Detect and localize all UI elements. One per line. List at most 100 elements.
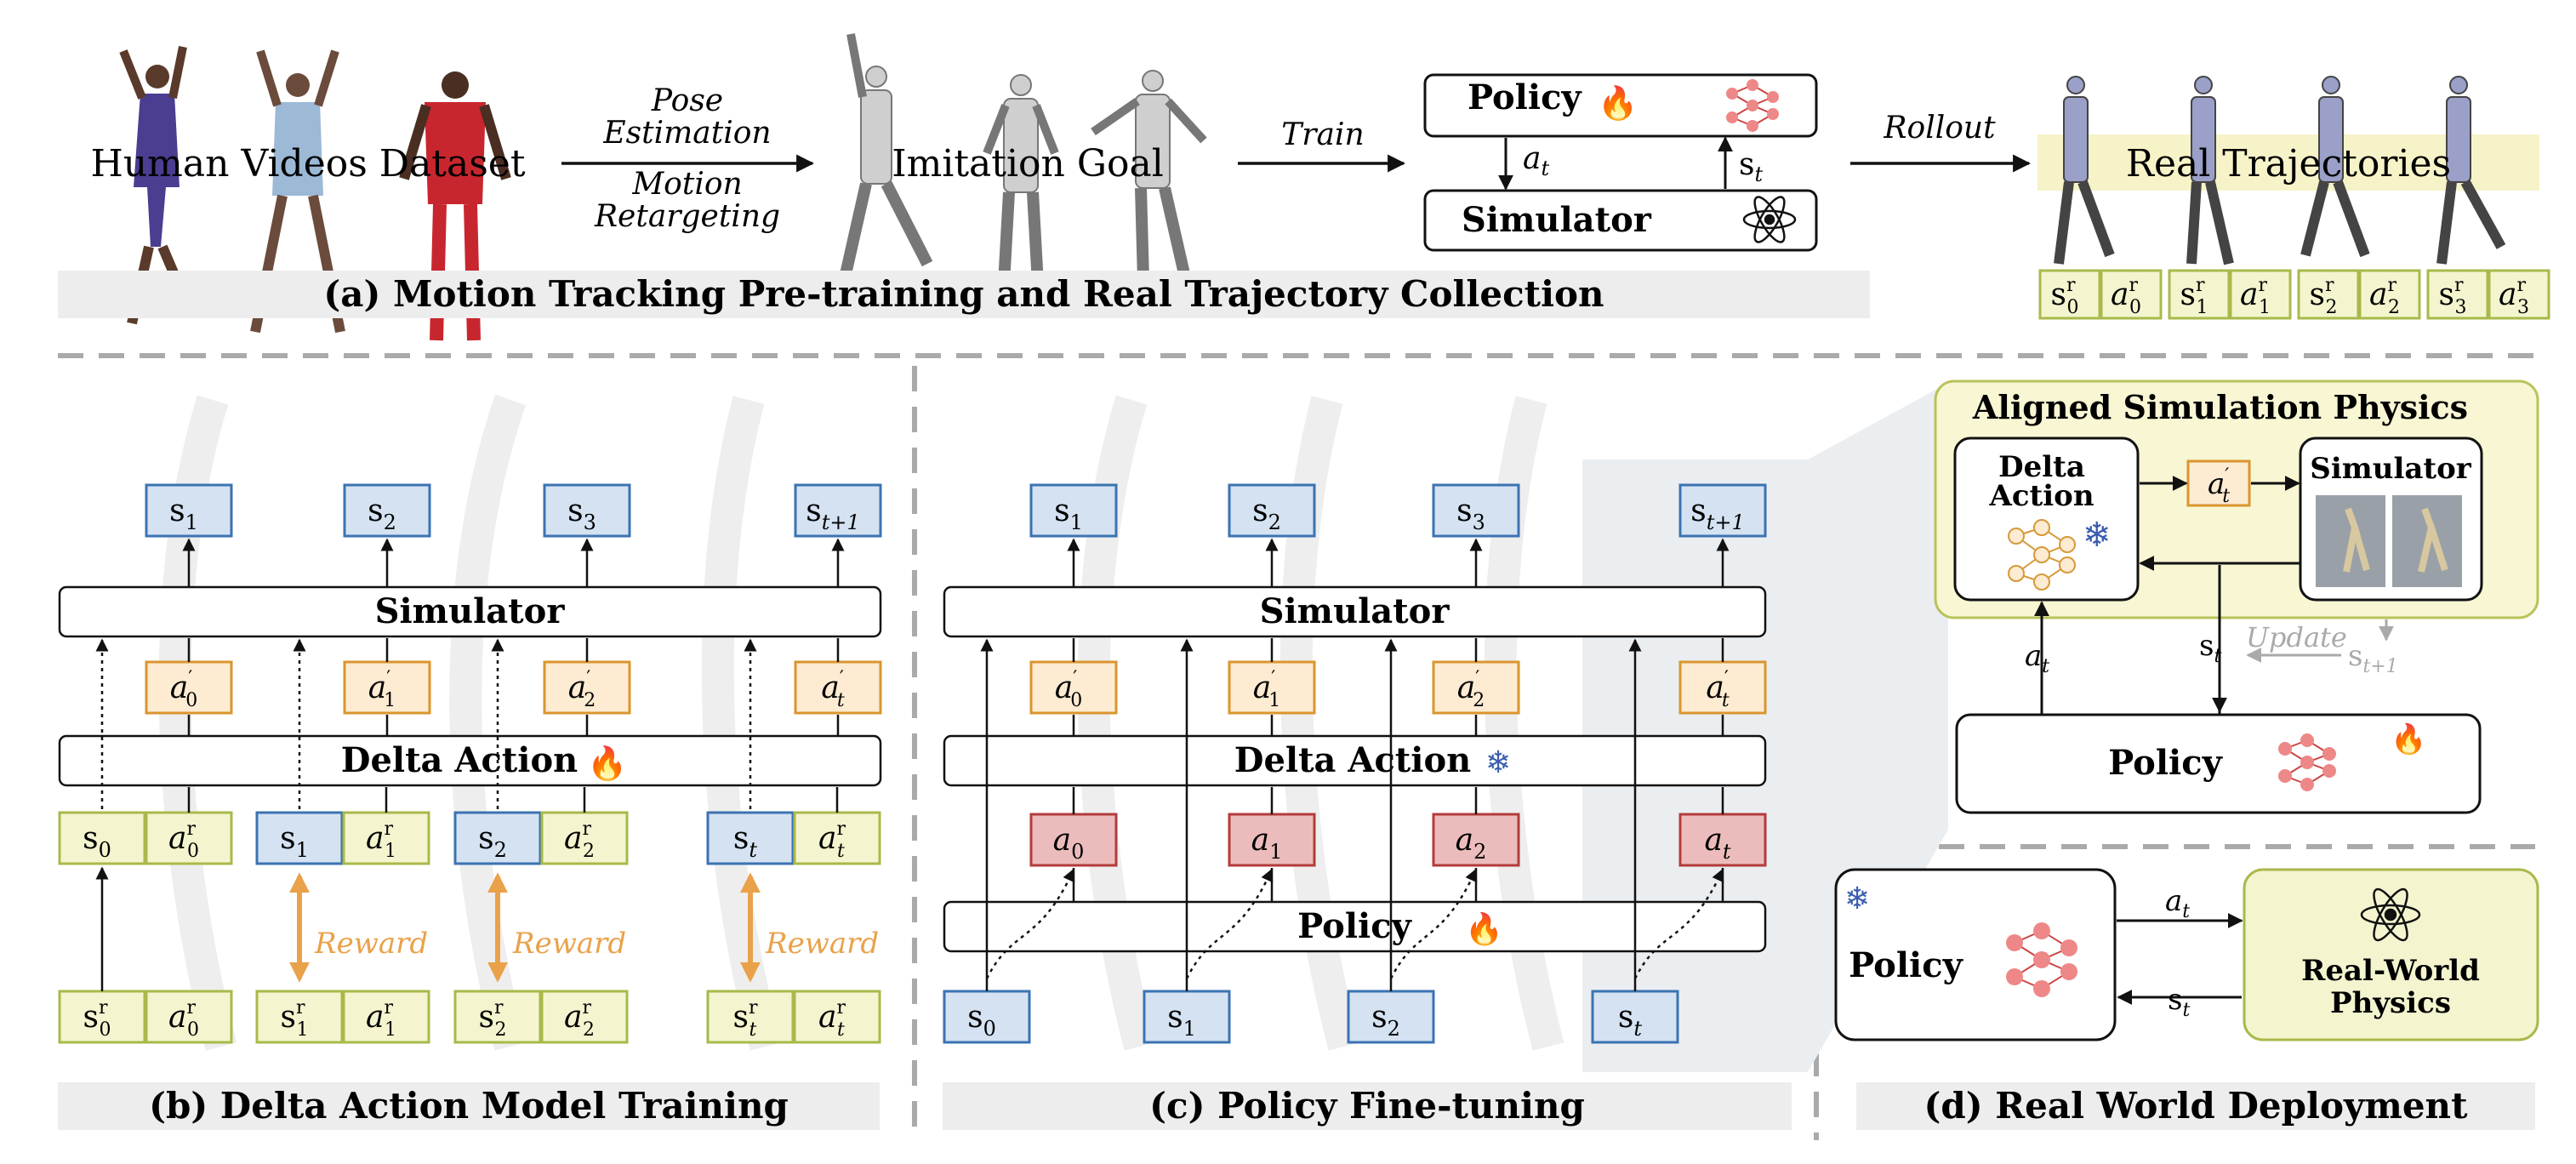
update-label: Update xyxy=(2246,621,2347,653)
aligned-policy-label: Policy xyxy=(2108,743,2223,783)
c-snowflake-icon: ❄ xyxy=(1485,745,1511,780)
simulator-label: Simulator xyxy=(1462,200,1652,240)
caption-a-bg xyxy=(58,271,1870,318)
c-policy-action-1-box xyxy=(1228,813,1316,867)
panel-a: Human Videos Dataset Pose Estimation Mot… xyxy=(58,33,2550,341)
c-simulator-label: Simulator xyxy=(1260,591,1450,631)
panel-d: ❄ Policy at st Real-World Physics (d) Re… xyxy=(1834,868,2539,1130)
c-next-state-3-box xyxy=(1678,483,1767,538)
b-reward-label-2: Reward xyxy=(512,927,626,961)
b-input-state-3-box xyxy=(706,811,795,865)
c-policy-action-1: a1 xyxy=(1251,823,1283,864)
aligned-snowflake-icon: ❄ xyxy=(2083,516,2112,555)
aligned-nn-icon xyxy=(2008,519,2076,591)
atom-icon xyxy=(1742,196,1797,243)
c-delta-out-2: a′2 xyxy=(1457,668,1485,711)
watermark-curves xyxy=(158,394,782,1051)
b-real-action-2-box xyxy=(540,990,629,1044)
sim-robot-2 xyxy=(2418,507,2448,573)
c-state-to-policy-3 xyxy=(1633,868,1724,979)
b-simulator-label: Simulator xyxy=(375,591,566,631)
c-policy-action-0: a0 xyxy=(1053,823,1085,864)
c-state-2: s2 xyxy=(1371,1000,1400,1041)
flame-icon: 🔥 xyxy=(1598,84,1638,122)
c-next-state-2: s3 xyxy=(1456,494,1485,534)
b-simulator-bar xyxy=(58,585,882,638)
b-input-state-3: st xyxy=(733,821,757,862)
aligned-delta-label-1: Delta xyxy=(1998,450,2085,484)
b-reward-label-3: Reward xyxy=(765,927,879,961)
b-delta-out-1: a′1 xyxy=(368,668,396,711)
caption-c: (c) Policy Fine-tuning xyxy=(1149,1085,1585,1127)
b-real-state-3-box xyxy=(706,990,795,1044)
aligned-a-prime-cell xyxy=(2186,459,2251,507)
c-delta-out-1: a′1 xyxy=(1253,668,1280,711)
b-delta-out-1-box xyxy=(343,660,431,715)
b-reward-label-1: Reward xyxy=(314,927,428,961)
imitation-goal-label: Imitation Goal xyxy=(892,142,1164,185)
b-real-action-0-box xyxy=(145,990,233,1044)
aligned-policy-nn-icon xyxy=(2278,733,2336,791)
b-next-state-3-box xyxy=(794,483,882,538)
d-at-label: at xyxy=(2165,884,2190,922)
real-trajectories-label: Real Trajectories xyxy=(2126,142,2451,185)
c-state-to-policy-0 xyxy=(985,868,1075,979)
aligned-flame-icon: 🔥 xyxy=(2391,722,2426,756)
c-next-state-3: st+1 xyxy=(1690,494,1745,534)
b-input-action-0-box xyxy=(145,811,233,865)
c-delta-out-3-box xyxy=(1678,660,1767,715)
b-input-state-0-box xyxy=(58,811,146,865)
c-delta-out-0-box xyxy=(1029,660,1118,715)
c-policy-action-3-box xyxy=(1678,813,1767,867)
b-input-state-0: s0 xyxy=(83,821,111,862)
c-delta-action-label: Delta Action xyxy=(1234,740,1471,780)
c-next-state-0: s1 xyxy=(1054,494,1083,534)
b-delta-out-3-box xyxy=(794,660,882,715)
traj-cell-2-box xyxy=(2168,269,2231,320)
caption-b-bg xyxy=(58,1082,880,1130)
d-policy-box xyxy=(1834,868,2117,1041)
b-real-action-3-box xyxy=(793,990,881,1044)
b-delta-out-3: a′t xyxy=(821,668,844,711)
b-delta-out-0: a′0 xyxy=(170,668,197,711)
traj-cell-3-box xyxy=(2229,269,2292,320)
c-state-to-policy-2 xyxy=(1389,868,1478,979)
b-input-action-3-box xyxy=(793,811,881,865)
b-input-state-1-box xyxy=(255,811,344,865)
c-delta-out-0: a′0 xyxy=(1055,668,1082,711)
traj-cell-0-box xyxy=(2038,269,2101,320)
c-next-state-0-box xyxy=(1029,483,1118,538)
c-policy-bar xyxy=(943,900,1767,953)
aligned-policy-box xyxy=(1955,713,2482,814)
d-physics-box xyxy=(2243,868,2539,1041)
c-delta-out-3: a′t xyxy=(1706,668,1729,711)
c-state-to-policy-1 xyxy=(1185,868,1274,979)
c-policy-label: Policy xyxy=(1297,906,1412,946)
c-next-state-1: s2 xyxy=(1252,494,1281,534)
traj-cell-6-box xyxy=(2426,269,2489,320)
c-policy-action-3: at xyxy=(1704,823,1730,864)
c-policy-action-0-box xyxy=(1029,813,1118,867)
b-flame-icon: 🔥 xyxy=(587,745,627,782)
traj-cell-7-box xyxy=(2488,269,2550,320)
traj-cell-5-box xyxy=(2358,269,2421,320)
c-policy-action-2: a2 xyxy=(1456,823,1487,864)
panel-c: Simulator Delta Action ❄ Policy 🔥 s1a′0a… xyxy=(943,383,1948,1130)
b-next-state-1: s2 xyxy=(368,494,396,534)
retarget-label-1: Motion xyxy=(631,167,742,202)
b-input-state-2-box xyxy=(453,811,542,865)
b-delta-action-bar xyxy=(58,734,882,787)
